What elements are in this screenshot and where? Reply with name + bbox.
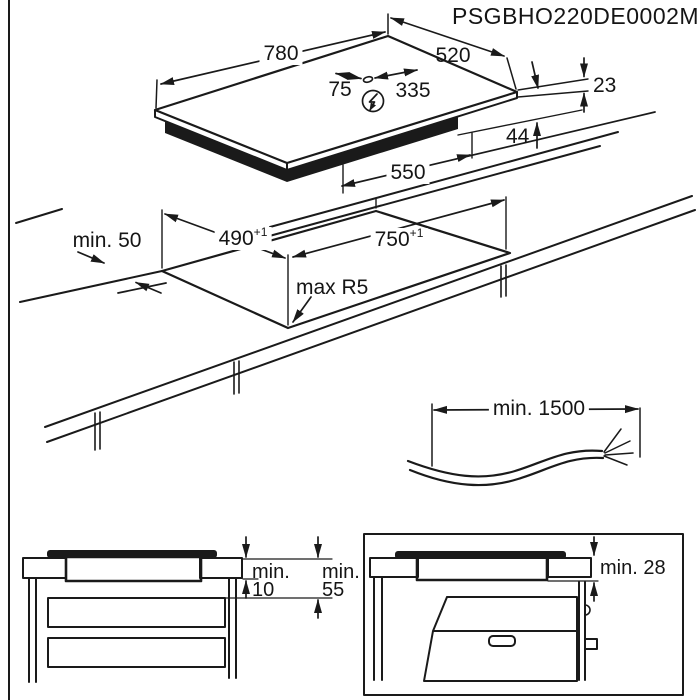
worktop-right-section <box>199 557 243 579</box>
worktop-left-section <box>369 557 419 578</box>
cabinet-right-panel <box>578 581 586 681</box>
cutout-extension-lines <box>161 196 507 326</box>
dim-label-body-width: 550 <box>386 161 430 185</box>
dim-label-oven-clearance: min. 28 <box>600 557 666 579</box>
cabinet-side-panels <box>28 577 237 683</box>
oven-installation-drawing <box>363 533 684 696</box>
dim-label-cable-length: min. 1500 <box>488 397 590 421</box>
model-code: PSGBHO220DE0002M <box>452 3 700 29</box>
drawer-upper <box>47 597 226 628</box>
worktop-cutout-drawing <box>15 131 696 451</box>
dim-label-power-offset-left: 75 <box>328 78 352 101</box>
worktop-right-section <box>547 557 592 578</box>
worktop-back-left-edge <box>15 208 63 224</box>
dim-label-body-height: 44 <box>506 125 530 148</box>
dimension-23 <box>517 57 589 113</box>
worktop-front-edge-bottom <box>46 209 696 443</box>
dim-label-depth: 520 <box>435 44 471 67</box>
hob-body-profile <box>64 555 203 583</box>
dimension-520 <box>390 17 517 90</box>
worktop-front-left-edge <box>19 270 163 303</box>
dim-label-glass-thickness: 23 <box>593 74 617 97</box>
dim-label-gap-min: min. <box>252 561 290 583</box>
reference-lines <box>224 558 333 599</box>
worktop-left-section <box>22 557 67 579</box>
dimension-75 <box>335 72 362 80</box>
door-knob <box>584 638 598 650</box>
power-cable <box>406 449 604 478</box>
corner-radius-arrow <box>292 296 312 323</box>
dim-label-power-offset-right: 335 <box>395 79 431 102</box>
dim-label-gap-value: 10 <box>252 579 275 601</box>
drawer-installation-drawing <box>22 536 333 683</box>
dimension-335 <box>374 68 418 80</box>
door-hinge <box>584 604 591 616</box>
cabinet-wall-ticks <box>94 264 507 451</box>
power-connection-icon <box>361 89 385 113</box>
lightning-bolt-icon <box>368 93 378 111</box>
dim-label-clearance-value: 55 <box>322 579 345 601</box>
power-connection-point-marker <box>362 75 374 84</box>
hob-body-profile <box>415 555 549 582</box>
dimension-44 <box>457 61 583 149</box>
dim-label-front-clearance: min. 50 <box>72 229 142 252</box>
cable-wire-ends <box>603 428 634 466</box>
oven-handle <box>488 635 516 647</box>
drawer-lower <box>47 637 226 668</box>
dim-label-cutout-depth: 490+1 <box>214 226 272 251</box>
dimension-min-50 <box>77 251 162 294</box>
dim-label-cutout-width: 750+1 <box>370 227 428 252</box>
dim-label-corner-radius: max R5 <box>296 276 369 299</box>
oven <box>423 596 578 682</box>
dim-label-width: 780 <box>259 42 303 66</box>
diagram-frame <box>363 533 684 696</box>
cabinet-left-panel <box>373 576 383 681</box>
hob-body-band <box>165 117 458 182</box>
dim-label-clearance-min: min. <box>322 561 360 583</box>
worktop-front-edge-top <box>44 195 693 428</box>
